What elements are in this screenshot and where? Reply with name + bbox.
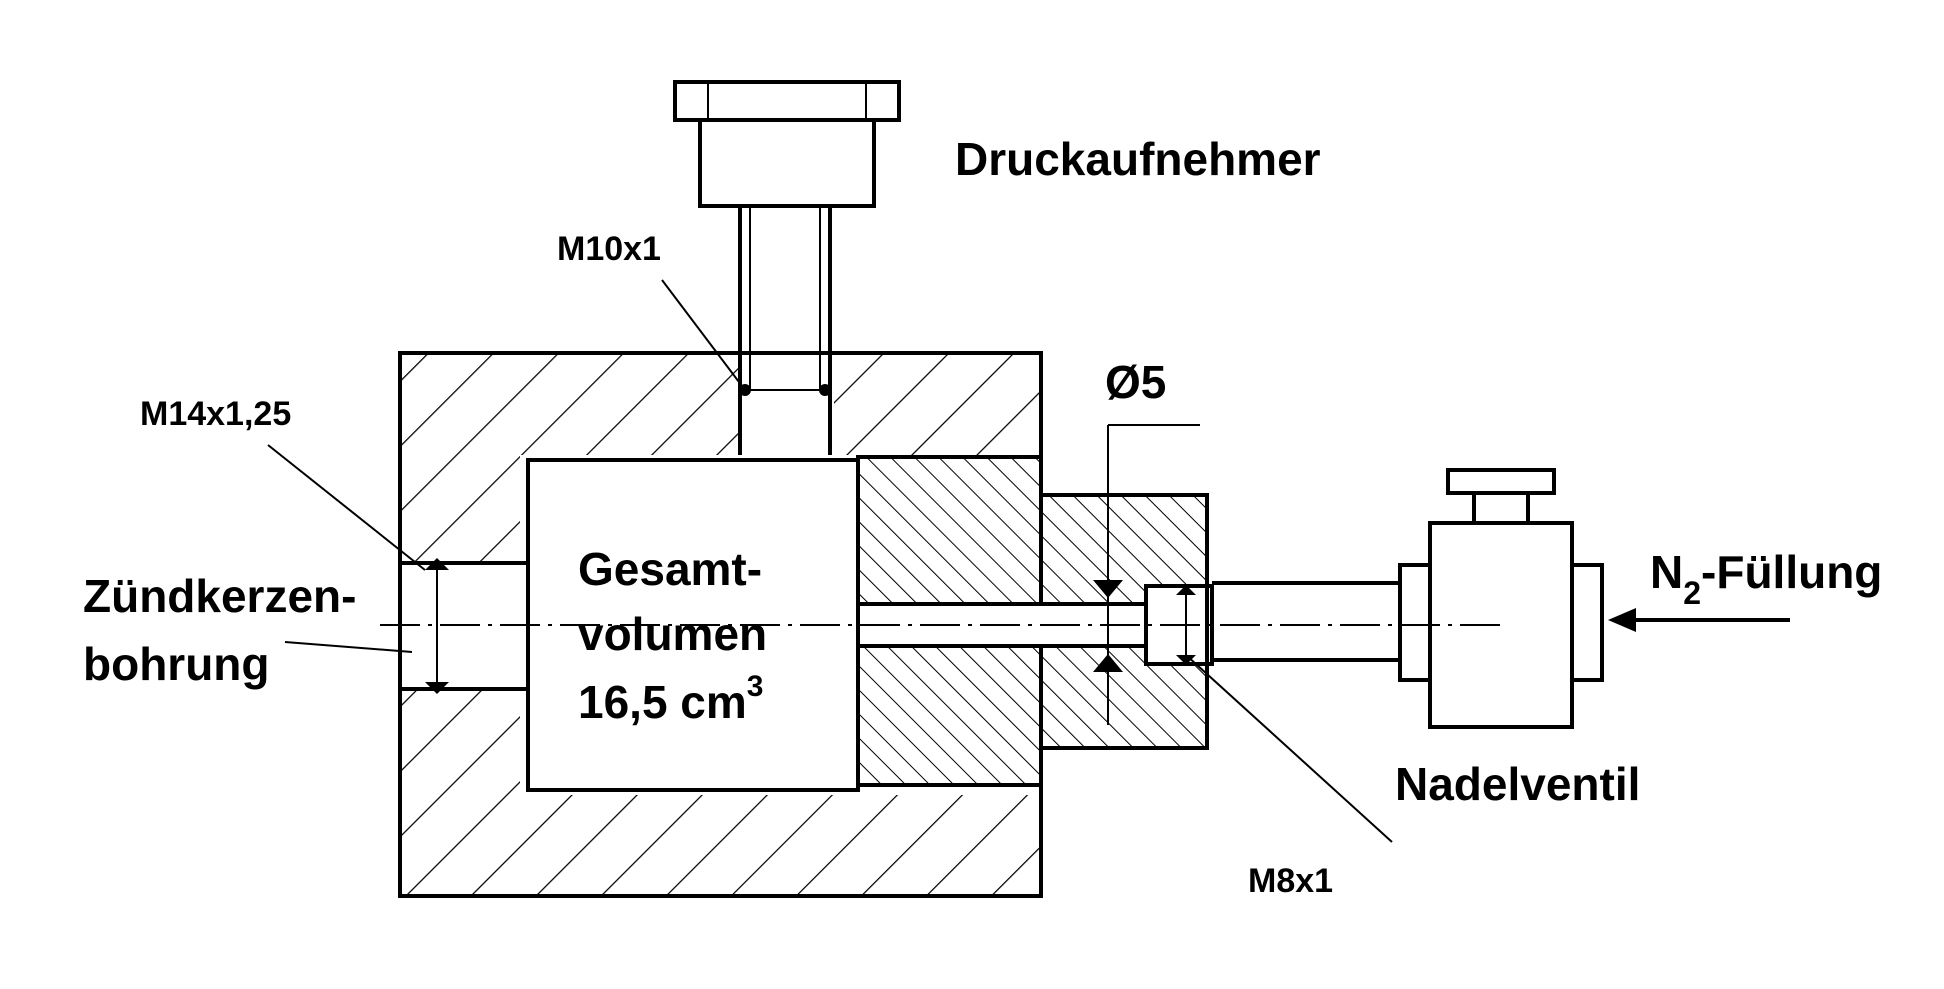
total-volume-label-line1: Gesamt- <box>578 543 762 595</box>
total-volume-label-line3: 16,5 cm3 <box>578 670 763 728</box>
needle-valve <box>1144 468 1604 729</box>
bore-diameter-label: Ø5 <box>1105 356 1166 408</box>
n2-filling-label: N2-Füllung <box>1650 546 1882 611</box>
spark-plug-bore-label-line2: bohrung <box>83 638 270 690</box>
spark-plug-bore <box>400 558 528 694</box>
n2-label-n: N <box>1650 546 1683 598</box>
n2-label-rest: -Füllung <box>1701 546 1882 598</box>
total-volume-value: 16,5 cm <box>578 676 747 728</box>
n2-label-subscript: 2 <box>1683 575 1701 611</box>
total-volume-exponent: 3 <box>747 670 764 703</box>
pressure-transducer-label: Druckaufnehmer <box>955 133 1321 185</box>
leader-lines <box>267 279 1393 843</box>
valve-insert <box>856 455 1212 787</box>
valve-seat-markers <box>1093 425 1123 725</box>
m14-thread-label: M14x1,25 <box>140 395 291 433</box>
needle-valve-label: Nadelventil <box>1395 758 1640 810</box>
n2-inlet-arrow <box>1608 608 1790 632</box>
m8-thread-label: M8x1 <box>1248 862 1333 900</box>
m10-thread-label: M10x1 <box>557 230 661 268</box>
total-volume-label-line2: volumen <box>578 608 767 660</box>
spark-plug-bore-label-line1: Zündkerzen- <box>83 570 356 622</box>
